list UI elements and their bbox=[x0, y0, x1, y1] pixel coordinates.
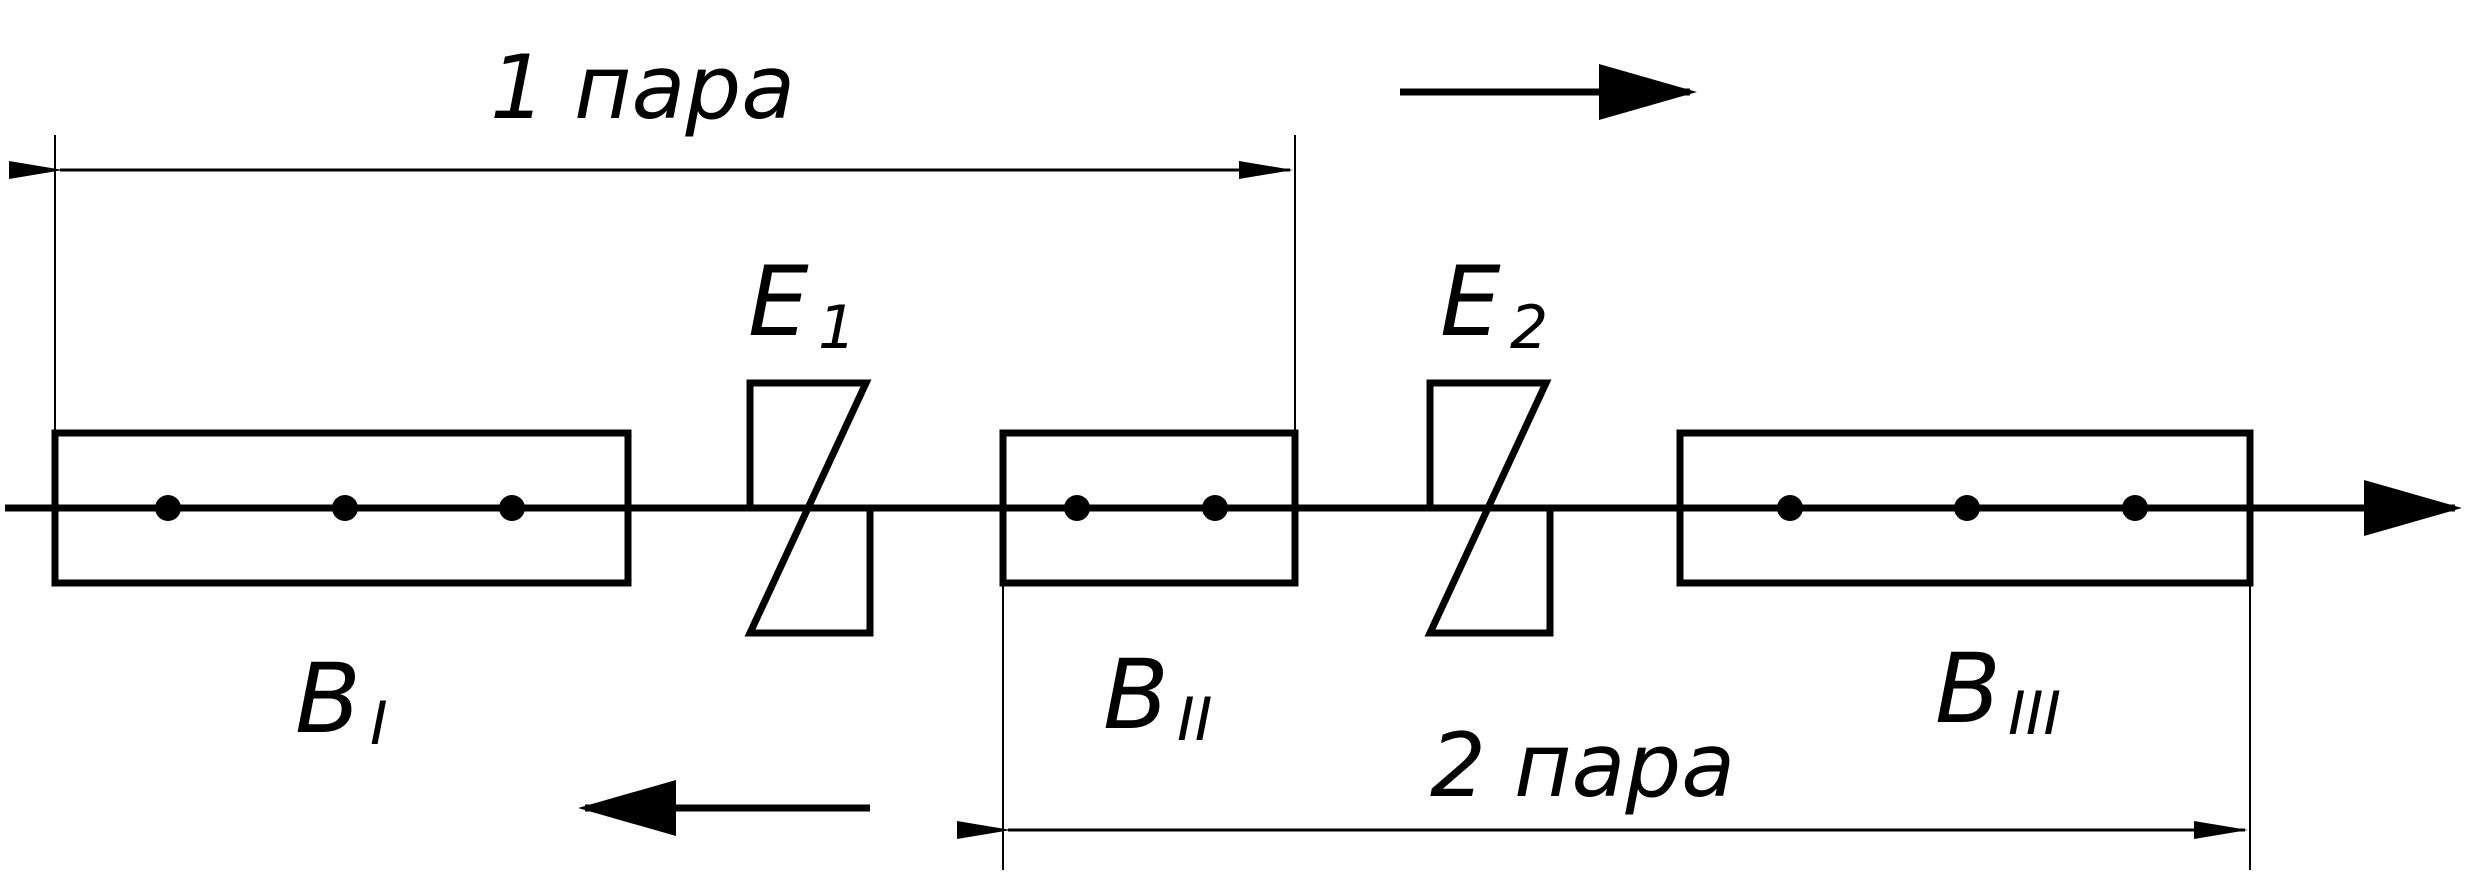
column-b2-letter: B bbox=[1103, 639, 1169, 751]
column-b2-node bbox=[1064, 495, 1090, 521]
column-b3-node bbox=[1777, 495, 1803, 521]
column-b3-box bbox=[1676, 429, 2254, 587]
column-b2-subscript: II bbox=[1177, 685, 1212, 755]
column-b1-node bbox=[499, 495, 525, 521]
element-e1-letter: E bbox=[748, 246, 809, 358]
column-b3-letter: B bbox=[1935, 633, 2001, 745]
pair2-label: 2 пара bbox=[1430, 714, 1735, 817]
column-b1-box bbox=[51, 429, 632, 587]
pair1-label: 1 пара bbox=[490, 36, 795, 139]
column-b1-node bbox=[155, 495, 181, 521]
column-b1-letter: B bbox=[295, 643, 361, 755]
column-b3-node bbox=[1954, 495, 1980, 521]
column-b3-node bbox=[2122, 495, 2148, 521]
element-e1-shape bbox=[744, 379, 875, 637]
element-e2-subscript: 2 bbox=[1510, 293, 1548, 363]
element-e1-subscript: 1 bbox=[818, 293, 856, 363]
column-b1-node bbox=[332, 495, 358, 521]
element-e2-letter: E bbox=[1440, 246, 1501, 358]
column-b2-node bbox=[1202, 495, 1228, 521]
column-b1-subscript: I bbox=[370, 689, 388, 759]
element-e2-shape bbox=[1424, 379, 1555, 637]
column-b3-subscript: III bbox=[2008, 679, 2061, 749]
column-b2-box bbox=[999, 429, 1299, 587]
